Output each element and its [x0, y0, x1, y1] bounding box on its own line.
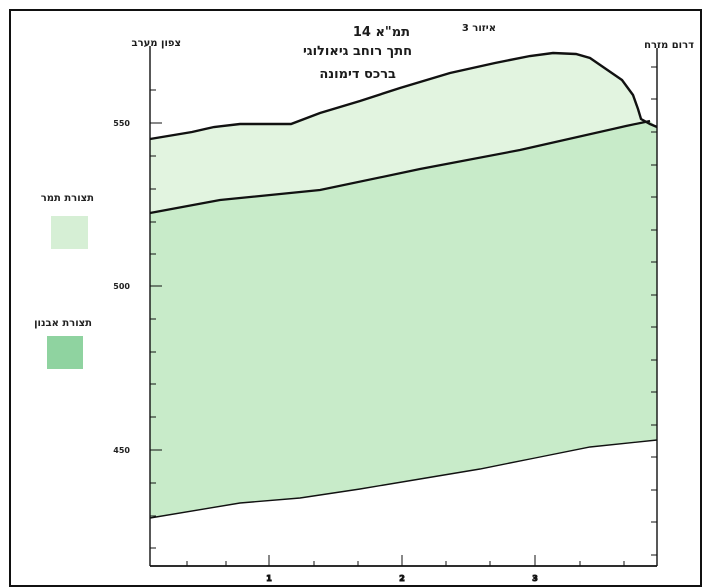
legend: תצורת תמר תצורת אבנון [34, 193, 94, 369]
title-line-3: ברכס דימונה [319, 67, 396, 82]
y-tick-label-450: 450 [113, 446, 130, 455]
title-line-2: חתך רוחב גיאולוגי [303, 44, 412, 59]
upper-formation [150, 53, 657, 213]
corner-right-label: דרום מזרח [644, 40, 694, 51]
y-tick-label-500: 500 [113, 282, 130, 291]
left-axis-ticks [150, 89, 162, 549]
formation-boundary-line [149, 119, 651, 215]
legend-swatch-tamar [51, 216, 88, 249]
cross-section-plot [149, 46, 658, 567]
lower-formation [150, 121, 657, 518]
right-axis-ticks [651, 66, 657, 556]
legend-label-tamar: תצורת תמר [41, 193, 94, 204]
area-label: איזור 3 [462, 23, 496, 34]
legend-label-avnon: תצורת אבנון [34, 318, 92, 329]
surface-line [149, 51, 658, 141]
legend-swatch-avnon [47, 336, 83, 369]
labels: איזור 3 תמ"א 14 חתך רוחב גיאולוגי ברכס ד… [113, 23, 694, 584]
x-tick-label-2: 2 [399, 574, 405, 583]
y-tick-label-550: 550 [113, 119, 130, 128]
lower-boundary-line [149, 439, 658, 519]
corner-left-label: צפון מערב [132, 38, 181, 49]
x-tick-label-3: 3 [532, 574, 538, 583]
title-line-1: תמ"א 14 [353, 25, 410, 40]
bottom-axis-ticks [186, 555, 625, 566]
x-tick-label-1: 1 [266, 574, 272, 583]
